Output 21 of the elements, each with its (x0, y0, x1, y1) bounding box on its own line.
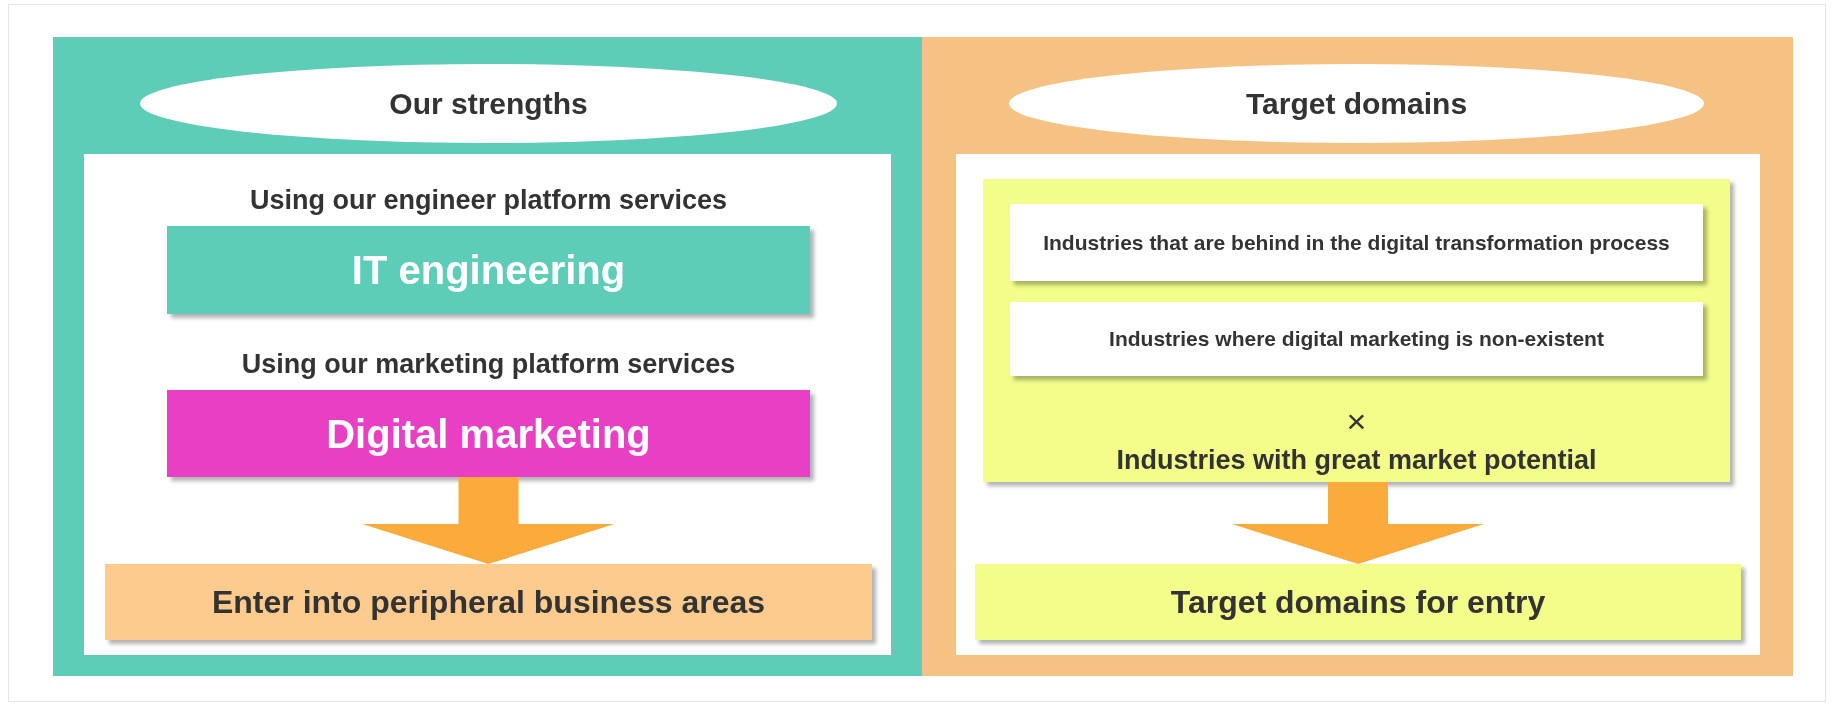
multiply-sign: × (1346, 403, 1367, 438)
box-label: Digital marketing (326, 410, 651, 458)
box-label: Target domains for entry (1170, 582, 1546, 622)
box-label: Our strengths (389, 85, 588, 122)
box-label: Target domains (1245, 85, 1468, 122)
box-label: Industries with great market potential (1116, 443, 1597, 476)
result-box (975, 564, 1741, 640)
result-box (105, 564, 872, 640)
box-label: Industries that are behind in the digital transformation process (1043, 229, 1670, 256)
content-panel (956, 154, 1760, 655)
domain-box (983, 179, 1730, 482)
heading-text: Using our engineer platform services (248, 183, 729, 216)
industry-card (1010, 302, 1703, 376)
block-arrow (1232, 482, 1484, 564)
box-label: Enter into peripheral business areas (211, 582, 766, 622)
industry-card (1010, 204, 1703, 281)
block-arrow (362, 477, 615, 564)
content-panel (84, 154, 891, 655)
box-label: IT engineering (351, 247, 626, 294)
heading-text: Using our marketing platform services (240, 347, 737, 380)
box-label: Industries where digital marketing is non-existent (1109, 326, 1604, 352)
